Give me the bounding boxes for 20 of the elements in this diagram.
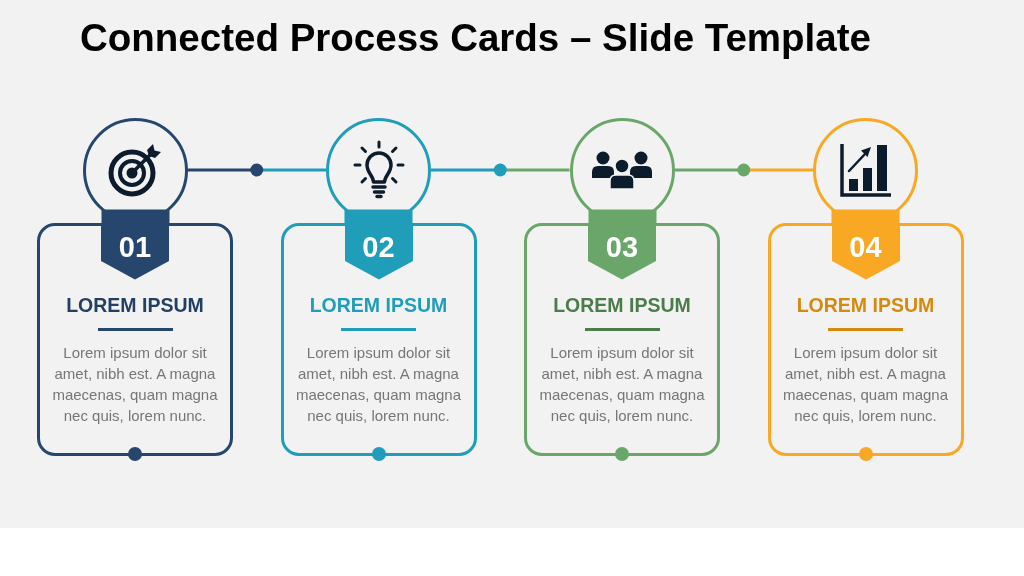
card-body-text: Lorem ipsum dolor sit amet, nibh est. A magna maecenas, quam magna nec quis, lorem nunc. [538, 343, 706, 426]
connector-line [431, 168, 570, 172]
card-heading: LOREM IPSUM [553, 293, 691, 317]
icon-circle [326, 117, 431, 223]
slide-title: Connected Process Cards – Slide Template [80, 19, 871, 58]
card-heading: LOREM IPSUM [309, 293, 448, 317]
step-number: 01 [118, 232, 152, 262]
card-body-text: Lorem ipsum dolor sit amet, nibh est. A magna maecenas, quam magna nec quis, lorem nunc. [781, 343, 950, 426]
step-number: 02 [362, 232, 395, 262]
card-body-text: Lorem ipsum dolor sit amet, nibh est. A magna maecenas, quam magna nec quis, lorem nunc. [51, 343, 219, 426]
icon-circle [813, 117, 918, 223]
step-number: 04 [849, 232, 882, 262]
icon-circle [82, 117, 188, 223]
connector-line [187, 168, 326, 172]
step-number: 03 [605, 232, 639, 262]
icon-circle [569, 117, 675, 223]
card-heading: LOREM IPSUM [796, 293, 935, 317]
connector-line [674, 168, 813, 172]
card-heading: LOREM IPSUM [66, 293, 204, 317]
card-body-text: Lorem ipsum dolor sit amet, nibh est. A magna maecenas, quam magna nec quis, lorem nunc. [294, 343, 463, 426]
